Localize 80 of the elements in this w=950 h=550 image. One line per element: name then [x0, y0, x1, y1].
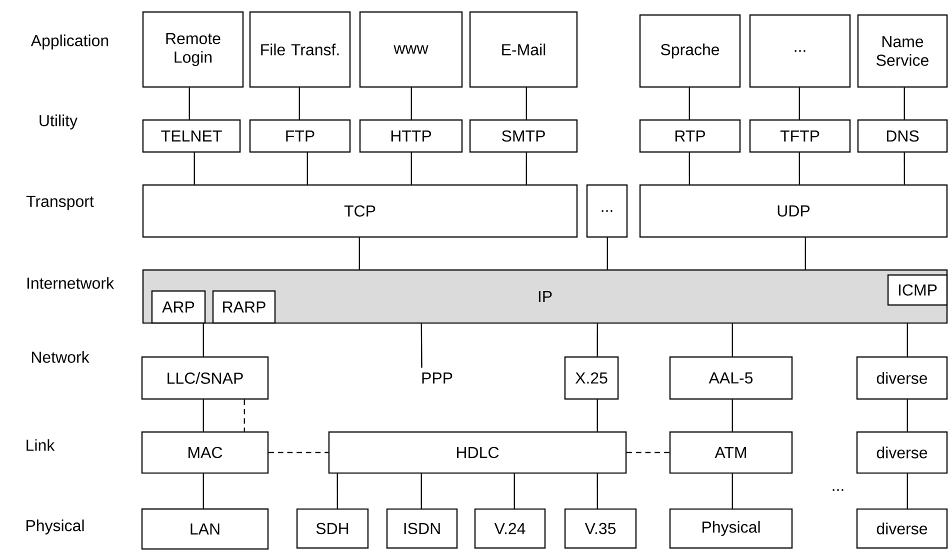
layer-label: Physical [26, 520, 84, 534]
protocol-box: Physical [669, 508, 793, 549]
connector-line [202, 324, 204, 356]
layer-label: Transport [26, 196, 94, 210]
connector-line [732, 324, 733, 356]
connector-line [358, 238, 360, 270]
protocol-box: HTTP [359, 119, 463, 153]
connector-line [194, 152, 195, 184]
layer-label: Link [26, 439, 55, 451]
connector-line [906, 324, 908, 356]
protocol-box: ... [586, 184, 628, 238]
connector-line [596, 400, 598, 432]
connector-line [298, 88, 300, 120]
connector-line [336, 474, 338, 508]
text-label: PPP [422, 372, 452, 384]
connector-line [798, 152, 800, 184]
protocol-box: TFTP [749, 119, 851, 153]
protocol-box: RTP [639, 119, 741, 153]
protocol-box: E-Mail [469, 11, 578, 88]
connector-line [626, 452, 670, 454]
protocol-box: diverse [856, 356, 948, 400]
layer-label: Application [30, 34, 108, 50]
connector-line [202, 474, 204, 508]
connector-line [906, 474, 908, 508]
protocol-box: RARP [212, 290, 276, 324]
connector-line [596, 474, 598, 508]
protocol-box: ATM [669, 431, 793, 474]
protocol-box: LLC/SNAP [141, 356, 269, 400]
ellipsis: ... [832, 489, 844, 491]
connector-line [526, 88, 528, 120]
connector-line [244, 400, 245, 432]
protocol-box: UDP [639, 184, 948, 238]
connector-line [904, 88, 905, 120]
protocol-box: LAN [141, 508, 269, 550]
protocol-box: www [359, 11, 463, 88]
connector-line [732, 474, 733, 508]
connector-line [306, 152, 308, 184]
protocol-box: Sprache [639, 14, 741, 88]
connector-line [606, 238, 608, 270]
protocol-box: SDH [296, 508, 369, 549]
protocol-box: HDLC [328, 431, 627, 474]
protocol-box: DNS [857, 119, 948, 153]
protocol-box: V.24 [474, 508, 546, 549]
protocol-box: Remote Login [142, 11, 244, 88]
connector-line [688, 152, 690, 184]
layer-label: Internetwork [27, 277, 114, 289]
connector-line [906, 400, 908, 432]
protocol-box: MAC [141, 431, 269, 474]
connector-line [904, 152, 906, 184]
protocol-box: X.25 [564, 356, 619, 400]
connector-line [732, 400, 733, 432]
protocol-box: SMTP [469, 119, 578, 153]
connector-line [188, 88, 190, 120]
protocol-box: ISDN [386, 508, 458, 549]
protocol-box: diverse [856, 431, 948, 474]
connector-line [596, 324, 598, 356]
connector-line [798, 88, 800, 120]
connector-line [688, 88, 690, 120]
protocol-box: Name Service [857, 14, 948, 88]
protocol-box: TELNET [142, 119, 241, 153]
connector-line [804, 238, 806, 270]
connector-line [410, 88, 412, 120]
connector-line [410, 152, 412, 184]
connector-line [202, 400, 204, 432]
connector-line [526, 152, 528, 184]
connector-line [514, 474, 515, 508]
connector-line [420, 474, 422, 508]
connector-line [268, 452, 328, 454]
protocol-box: ARP [151, 290, 206, 324]
layer-label: Utility [40, 114, 78, 130]
connector-line [420, 324, 422, 368]
protocol-box: V.35 [564, 508, 637, 549]
protocol-box: FTP [249, 119, 351, 153]
protocol-box: diverse [856, 508, 948, 549]
protocol-box: AAL-5 [669, 356, 793, 400]
layer-label: Network [32, 351, 90, 363]
protocol-box: TCP [142, 184, 578, 238]
protocol-box: ICMP [887, 274, 948, 306]
protocol-box: ... [749, 14, 851, 88]
protocol-box: File Transf. [249, 11, 351, 88]
